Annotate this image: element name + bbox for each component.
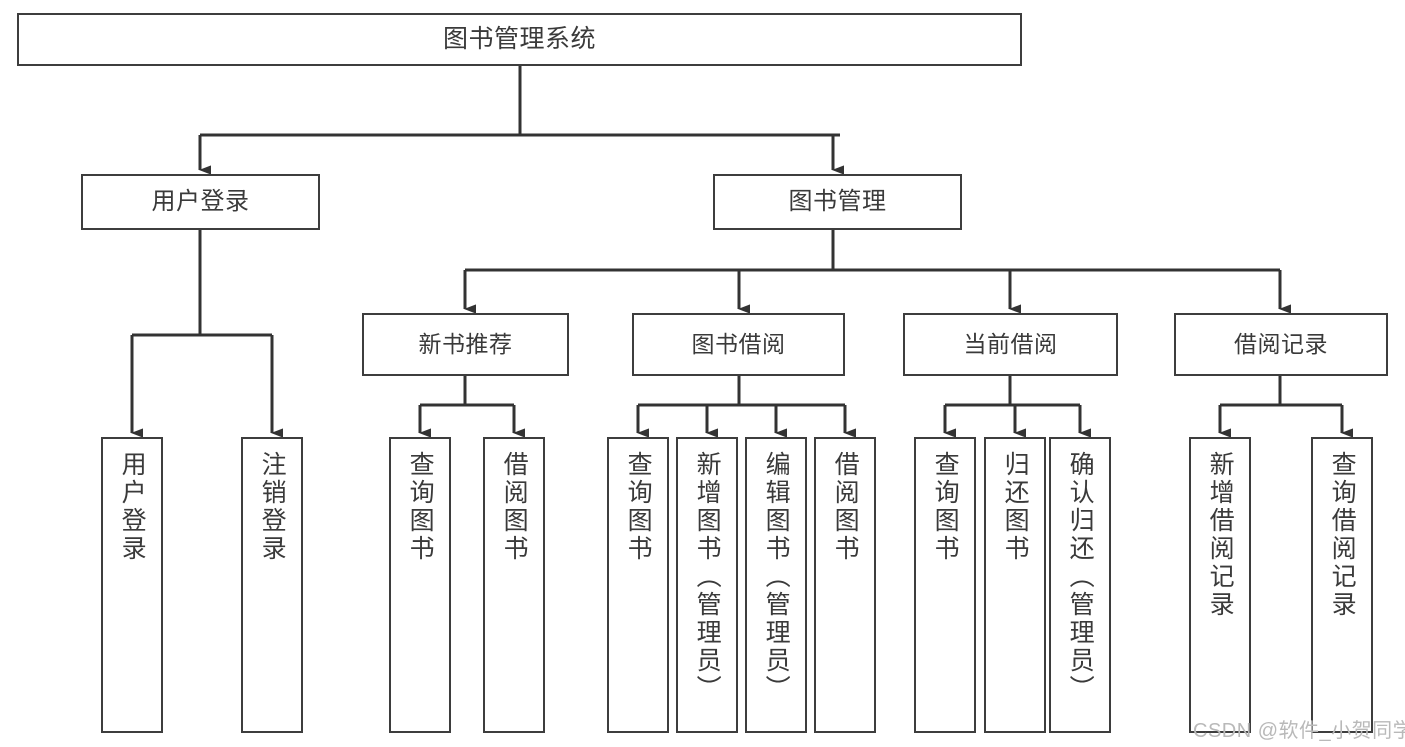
leaf-book-borrow-edit-book-admin[interactable]: 编辑图书（管理员） (745, 437, 807, 733)
edge-group-borrow-book (636, 376, 856, 438)
node-current-borrowing[interactable]: 当前借阅 (903, 313, 1118, 376)
node-label: 查询图书 (931, 451, 960, 563)
node-label: 当前借阅 (963, 330, 1058, 357)
edge-group-current-borrow (943, 376, 1091, 438)
edge-group-new-book (418, 376, 525, 438)
node-root-book-management-system[interactable]: 图书管理系统 (17, 13, 1022, 66)
node-label: 借阅记录 (1234, 330, 1328, 357)
edge-group-book-manage (463, 230, 1291, 314)
leaf-book-borrow-query-book[interactable]: 查询图书 (607, 437, 669, 733)
node-label: 归还图书 (1001, 451, 1030, 563)
leaf-current-borrow-query-book[interactable]: 查询图书 (914, 437, 976, 733)
edge-group-borrow-record (1218, 376, 1353, 438)
node-label: 用户登录 (118, 451, 147, 563)
node-label: 用户登录 (151, 187, 250, 215)
node-label: 新书推荐 (418, 330, 513, 357)
node-new-book-recommendation[interactable]: 新书推荐 (362, 313, 569, 376)
node-book-borrowing[interactable]: 图书借阅 (632, 313, 845, 376)
edge-group-user-login (130, 230, 283, 438)
leaf-new-book-borrow-book[interactable]: 借阅图书 (483, 437, 545, 733)
leaf-current-borrow-return-book[interactable]: 归还图书 (984, 437, 1046, 733)
node-label: 图书管理 (788, 187, 887, 215)
node-label: 新增图书（管理员） (693, 451, 722, 703)
node-label: 查询借阅记录 (1328, 451, 1357, 619)
leaf-new-book-query-book[interactable]: 查询图书 (389, 437, 451, 733)
leaf-borrow-record-query-record[interactable]: 查询借阅记录 (1311, 437, 1373, 733)
node-label: 新增借阅记录 (1206, 451, 1235, 619)
leaf-borrow-record-add-record[interactable]: 新增借阅记录 (1189, 437, 1251, 733)
edge-group-root (198, 66, 844, 175)
node-label: 注销登录 (258, 451, 287, 563)
leaf-current-borrow-confirm-return-admin[interactable]: 确认归还（管理员） (1049, 437, 1111, 733)
node-label: 查询图书 (406, 451, 435, 563)
node-label: 图书管理系统 (442, 24, 596, 53)
node-label: 确认归还（管理员） (1066, 451, 1095, 703)
node-book-management[interactable]: 图书管理 (713, 174, 962, 230)
node-user-login[interactable]: 用户登录 (81, 174, 320, 230)
node-label: 借阅图书 (500, 451, 529, 563)
node-label: 借阅图书 (831, 451, 860, 563)
leaf-book-borrow-add-book-admin[interactable]: 新增图书（管理员） (676, 437, 738, 733)
node-label: 图书借阅 (691, 330, 786, 357)
node-borrowing-records[interactable]: 借阅记录 (1174, 313, 1388, 376)
node-label: 查询图书 (624, 451, 653, 563)
node-label: 编辑图书（管理员） (762, 451, 791, 703)
leaf-book-borrow-borrow-book[interactable]: 借阅图书 (814, 437, 876, 733)
leaf-user-login-logout[interactable]: 注销登录 (241, 437, 303, 733)
leaf-user-login-login[interactable]: 用户登录 (101, 437, 163, 733)
